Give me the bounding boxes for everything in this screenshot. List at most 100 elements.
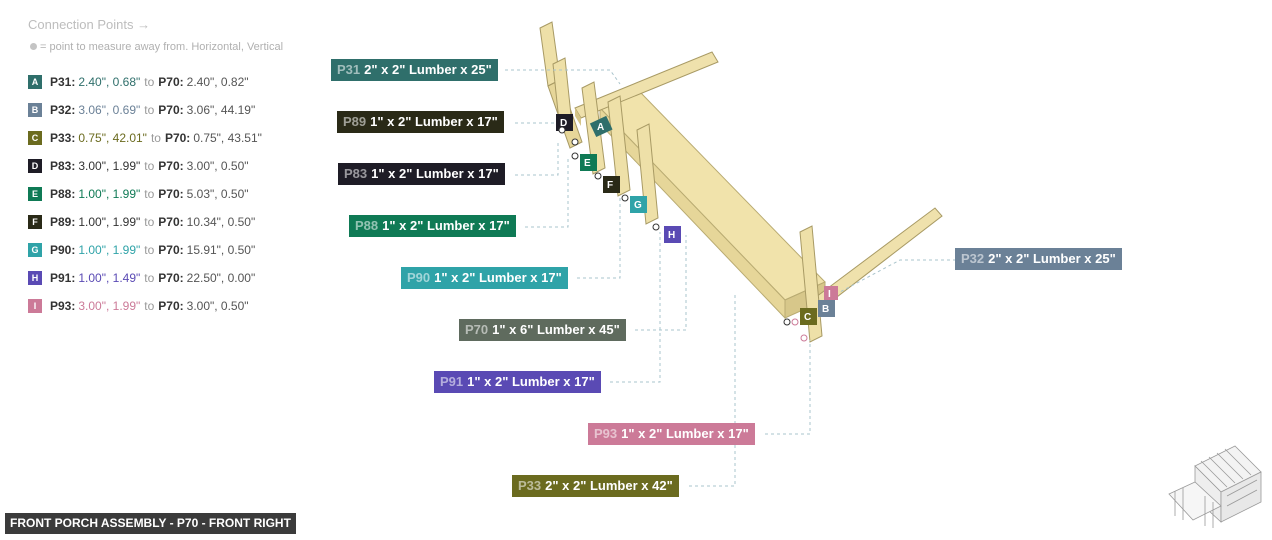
label-p33-id: P33: [518, 478, 542, 493]
from-part: P89:: [50, 215, 76, 229]
to-word: to: [144, 271, 155, 285]
connection-badge: E: [28, 187, 42, 201]
to-part: P70:: [158, 271, 184, 285]
label-p33-text: 2" x 2" Lumber x 42": [545, 478, 673, 493]
marker-b: B: [818, 300, 835, 317]
label-p88-id: P88: [355, 218, 379, 233]
connection-badge: B: [28, 103, 42, 117]
connection-badge: C: [28, 131, 42, 145]
to-word: to: [150, 131, 161, 145]
label-p93-text: 1" x 2" Lumber x 17": [621, 426, 749, 441]
from-values: 2.40", 0.68": [78, 75, 141, 89]
marker-h: H: [664, 226, 681, 243]
from-values: 1.00", 1.99": [78, 215, 141, 229]
label-p91-text: 1" x 2" Lumber x 17": [467, 374, 595, 389]
house-thumbnail[interactable]: [1165, 436, 1265, 532]
marker-i: I: [824, 286, 838, 300]
to-values: 22.50", 0.00": [186, 271, 256, 285]
svg-text:E: E: [584, 158, 591, 169]
from-values: 3.00", 1.99": [78, 159, 141, 173]
svg-text:H: H: [668, 230, 675, 241]
connection-points-subtitle: = point to measure away from. Horizontal…: [30, 41, 283, 53]
label-p70-text: 1" x 6" Lumber x 45": [492, 322, 620, 337]
label-p90-id: P90: [407, 270, 431, 285]
from-values: 1.00", 1.99": [78, 187, 141, 201]
marker-a: A: [589, 115, 613, 138]
to-values: 15.91", 0.50": [186, 243, 256, 257]
connection-badge: I: [28, 299, 42, 313]
svg-text:B: B: [822, 304, 829, 315]
to-word: to: [144, 75, 155, 89]
to-values: 3.00", 0.50": [186, 159, 249, 173]
svg-text:F: F: [607, 180, 613, 191]
from-part: P93:: [50, 299, 76, 313]
to-values: 0.75", 43.51": [193, 131, 262, 145]
label-p83-text: 1" x 2" Lumber x 17": [371, 166, 499, 181]
to-word: to: [144, 103, 155, 117]
from-values: 3.06", 0.69": [78, 103, 141, 117]
to-part: P70:: [158, 243, 184, 257]
to-word: to: [144, 299, 155, 313]
label-p89-text: 1" x 2" Lumber x 17": [370, 114, 498, 129]
connection-points-title: Connection Points →: [28, 17, 151, 32]
post-p90: [636, 123, 659, 225]
connection-badge: H: [28, 271, 42, 285]
label-p70-id: P70: [465, 322, 489, 337]
from-part: P83:: [50, 159, 76, 173]
marker-d: D: [556, 114, 573, 131]
subtitle-text: = point to measure away from. Horizontal…: [40, 41, 284, 53]
label-p88-text: 1" x 2" Lumber x 17": [382, 218, 510, 233]
to-word: to: [144, 187, 155, 201]
from-values: 1.00", 1.99": [78, 243, 141, 257]
label-p91-id: P91: [440, 374, 464, 389]
from-values: 3.00", 1.99": [78, 299, 141, 313]
label-p90-text: 1" x 2" Lumber x 17": [434, 270, 562, 285]
connection-badge: F: [28, 215, 42, 229]
from-part: P31:: [50, 75, 76, 89]
to-part: P70:: [158, 215, 184, 229]
to-word: to: [144, 215, 155, 229]
label-p32-text: 2" x 2" Lumber x 25": [988, 251, 1116, 266]
to-part: P70:: [158, 299, 184, 313]
from-values: 0.75", 42.01": [78, 131, 147, 145]
to-part: P70:: [158, 103, 184, 117]
point-dot-icon: [30, 43, 37, 50]
connection-badge: A: [28, 75, 42, 89]
label-p31-text: 2" x 2" Lumber x 25": [364, 62, 492, 77]
marker-c: C: [800, 308, 817, 325]
label-p89-id: P89: [343, 114, 367, 129]
post-p89: [607, 95, 631, 197]
connection-badge: D: [28, 159, 42, 173]
svg-text:G: G: [634, 200, 642, 211]
from-part: P88:: [50, 187, 76, 201]
to-values: 3.00", 0.50": [186, 299, 249, 313]
to-values: 3.06", 44.19": [186, 103, 256, 117]
svg-text:I: I: [828, 289, 831, 300]
from-part: P32:: [50, 103, 76, 117]
to-word: to: [144, 159, 155, 173]
marker-g: G: [630, 196, 647, 213]
from-values: 1.00", 1.49": [78, 271, 141, 285]
to-values: 5.03", 0.50": [186, 187, 249, 201]
connection-badge: G: [28, 243, 42, 257]
label-p93-id: P93: [594, 426, 618, 441]
marker-e: E: [580, 154, 597, 171]
